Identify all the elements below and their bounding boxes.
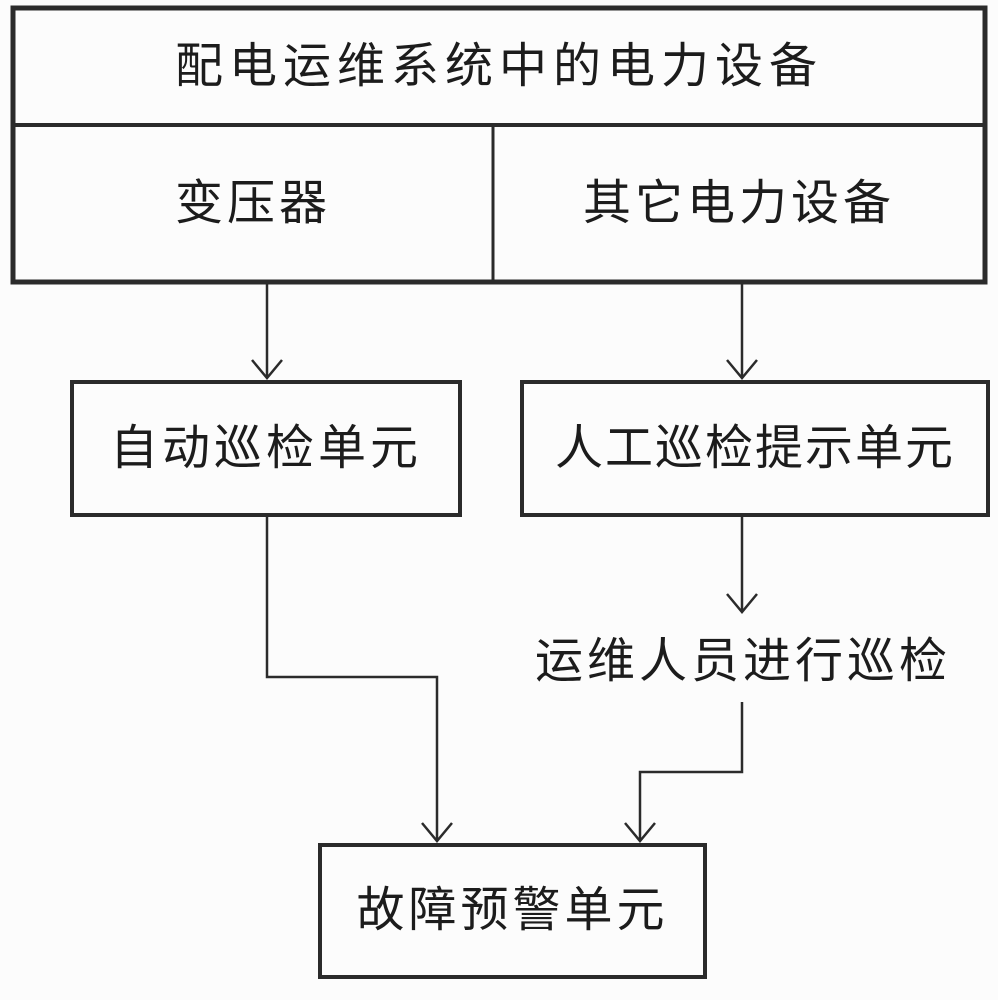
auto-inspection-box-outline	[70, 380, 462, 517]
table-header-label: 配电运维系统中的电力设备	[174, 39, 823, 93]
arrow-down-icon	[421, 822, 453, 843]
transformer-cell-label: 变压器	[174, 176, 331, 230]
arrow-down-icon	[726, 359, 758, 380]
auto-inspection-box-label: 自动巡检单元	[109, 421, 422, 475]
arrow-down-icon	[251, 359, 283, 380]
connector-note-to-warning	[638, 702, 744, 839]
manual-inspection-box-label: 人工巡检提示单元	[554, 421, 955, 475]
other-equipment-cell-label: 其它电力设备	[582, 176, 895, 230]
arrow-down-icon	[624, 822, 656, 843]
fault-warning-box-label: 故障预警单元	[356, 884, 669, 937]
fault-warning-box-outline	[318, 843, 707, 979]
connector-auto-to-warning	[265, 517, 439, 839]
manual-inspection-box-outline	[520, 380, 990, 517]
arrow-down-icon	[726, 593, 758, 614]
inspection-note-label: 运维人员进行巡检	[534, 635, 951, 688]
equipment-table-outline	[10, 5, 988, 285]
